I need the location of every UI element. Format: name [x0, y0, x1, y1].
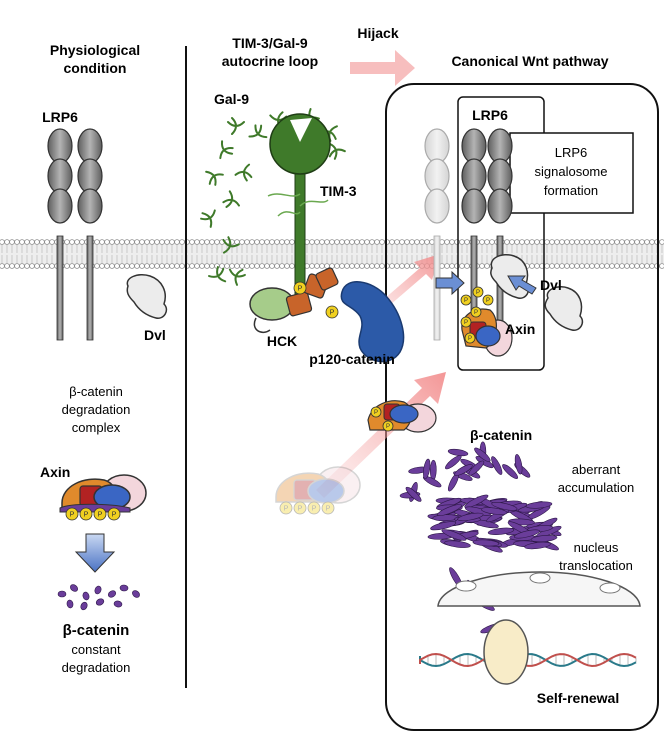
bcat-label-left: β-catenin — [63, 622, 130, 639]
lrp6-label-left: LRP6 — [42, 109, 78, 125]
lrp6-receptor-left — [47, 128, 103, 341]
left-title-line2: condition — [64, 60, 127, 76]
complex-label-line2: degradation — [62, 402, 131, 417]
svg-text:P: P — [464, 298, 468, 304]
svg-text:P: P — [84, 509, 89, 518]
bcat-label-right: β-catenin — [470, 427, 532, 443]
beta-catenin-accumulation — [399, 441, 562, 634]
right-title: Canonical Wnt pathway — [451, 53, 608, 69]
tim3-receptor — [267, 113, 331, 299]
svg-text:P: P — [386, 424, 390, 430]
middle-title-line1: TIM-3/Gal-9 — [232, 35, 308, 51]
signalosome-line2: signalosome — [535, 164, 608, 179]
signalosome-line3: formation — [544, 183, 598, 198]
signalosome-label-box — [509, 132, 634, 214]
selfrenewal-label: Self-renewal — [537, 690, 619, 706]
svg-text:P: P — [98, 509, 103, 518]
signalosome-line1: LRP6 — [555, 145, 588, 160]
middle-title-line2: autocrine loop — [222, 53, 318, 69]
svg-text:P: P — [298, 503, 303, 512]
dvl-label-right: Dvl — [540, 277, 562, 293]
svg-text:P: P — [474, 310, 478, 316]
dvl-recruit-arrow-right — [507, 275, 537, 295]
nucleus-envelope — [437, 571, 641, 607]
complex-label-line1: β-catenin — [69, 384, 123, 399]
accum-line1: aberrant — [572, 462, 621, 477]
degradation-arrow — [74, 533, 116, 573]
lrp6-receptor-ghost — [424, 128, 450, 341]
bcat-desc-line1: constant — [71, 642, 121, 657]
lrp6-receptor-right — [461, 128, 513, 341]
tim3-label: TIM-3 — [320, 183, 357, 199]
recruitment-arrow-large — [316, 372, 446, 498]
accum-line2: accumulation — [558, 480, 635, 495]
svg-text:P: P — [464, 320, 468, 326]
hck-label: HCK — [267, 333, 297, 349]
lrp6-label-right: LRP6 — [472, 107, 508, 123]
axin-label-left: Axin — [40, 464, 70, 480]
left-title-line1: Physiological — [50, 42, 140, 58]
svg-text:P: P — [374, 410, 378, 416]
dvl-protein-right — [544, 286, 584, 331]
nucleus-line1: nucleus — [574, 540, 619, 555]
dvl-protein-left — [126, 274, 168, 319]
nucleus-line2: translocation — [559, 558, 633, 573]
transcription-factor — [483, 619, 529, 685]
complex-label-line3: complex — [72, 420, 121, 435]
hck-kinase: PP — [249, 267, 339, 334]
p120-label: p120-catenin — [309, 351, 395, 367]
svg-text:P: P — [284, 503, 289, 512]
axin-label-right: Axin — [505, 321, 535, 337]
svg-text:P: P — [112, 509, 117, 518]
svg-text:P: P — [468, 336, 472, 342]
svg-text:P: P — [476, 290, 480, 296]
axin-complex-translocating: PP — [367, 400, 437, 433]
svg-text:P: P — [70, 509, 75, 518]
signalosome-box — [457, 96, 545, 371]
hijack-label: Hijack — [357, 25, 398, 41]
hijack-arrow — [350, 50, 415, 86]
svg-text:P: P — [326, 503, 331, 512]
svg-text:P: P — [298, 283, 303, 292]
gal9-label: Gal-9 — [214, 91, 249, 107]
dvl-label-left: Dvl — [144, 327, 166, 343]
svg-text:P: P — [486, 298, 490, 304]
svg-text:P: P — [330, 307, 335, 316]
cell-membrane — [0, 239, 664, 269]
bcat-desc-line2: degradation — [62, 660, 131, 675]
svg-text:P: P — [312, 503, 317, 512]
beta-catenin-fragments — [57, 584, 140, 611]
dvl-recruit-arrow-left — [435, 270, 465, 296]
p120-catenin-protein — [340, 281, 405, 363]
